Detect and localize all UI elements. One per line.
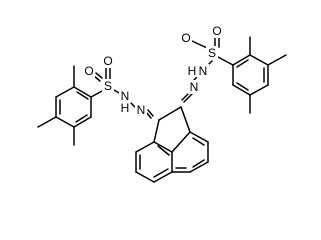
hydrogen-atom-right: H (188, 64, 197, 78)
right-sulfonyl-group (181, 35, 220, 103)
molecule-structure-diagram: S O O N H N S O O N H N (37, 24, 287, 183)
acenaphthene-core (135, 106, 209, 183)
nitrogen-atom-left-imine: N (137, 103, 146, 117)
oxygen-atom-right-side: O (181, 31, 190, 45)
nitrogen-atom-right-imine: N (190, 80, 199, 94)
sulfur-atom-right: S (208, 46, 216, 60)
oxygen-atom-left-side: O (84, 64, 93, 78)
oxygen-atom-right-top: O (212, 24, 221, 38)
structure-canvas: S O O N H N S O O N H N (37, 24, 287, 183)
left-mesityl-ring (37, 65, 105, 146)
right-mesityl-ring (217, 36, 287, 114)
nitrogen-atom-left-nh: N (121, 89, 130, 103)
sulfur-atom-left: S (104, 79, 112, 93)
atom-labels: S O O N H N S O O N H N (83, 24, 223, 117)
nitrogen-atom-right-nh: N (199, 64, 208, 78)
hydrogen-atom-left: H (121, 101, 130, 115)
oxygen-atom-left-top: O (103, 54, 112, 68)
